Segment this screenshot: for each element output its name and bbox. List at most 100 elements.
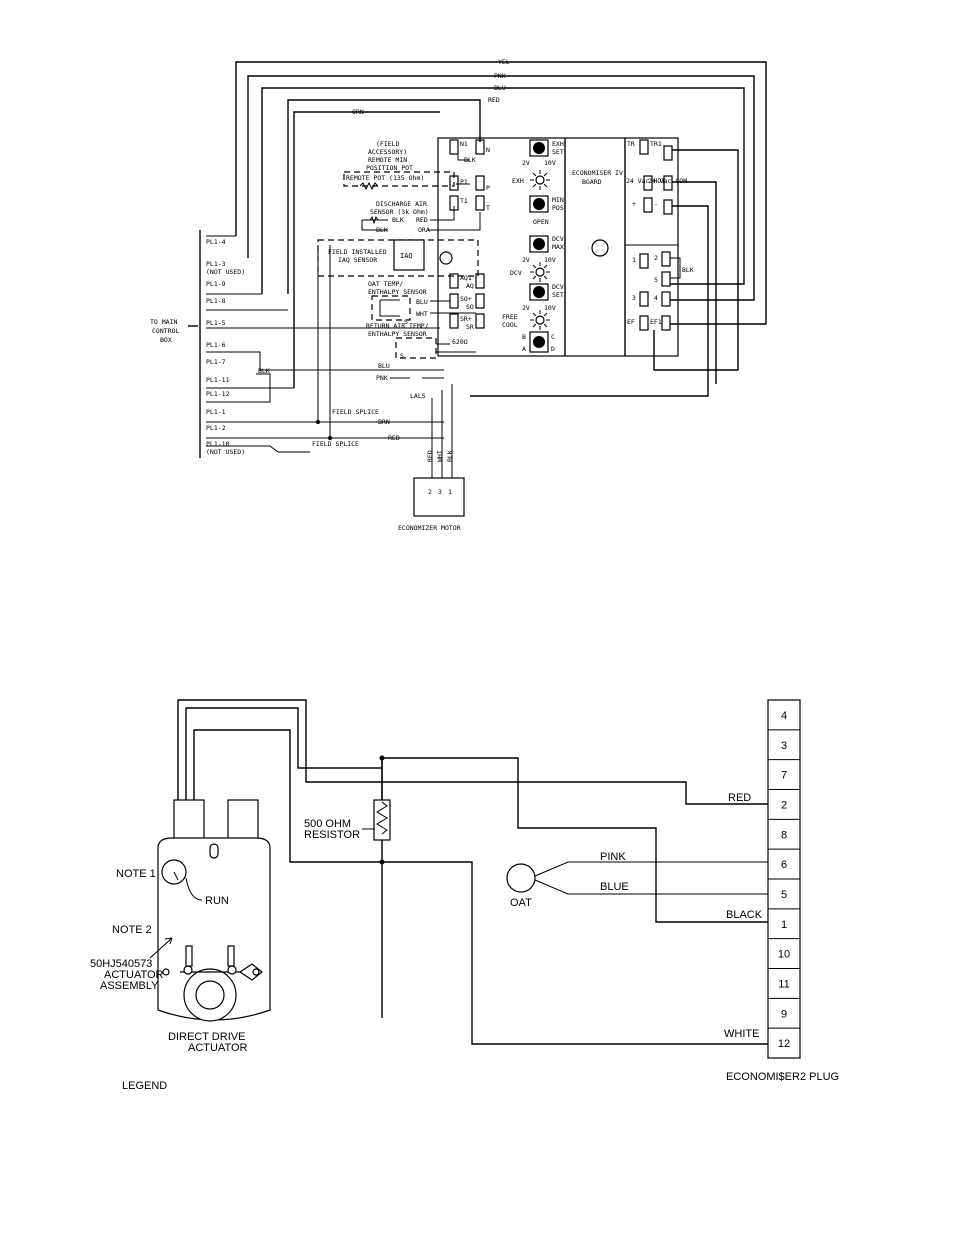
svg-text:IAQ: IAQ — [400, 252, 413, 260]
svg-text:N: N — [486, 146, 490, 154]
svg-text:BOX: BOX — [160, 336, 172, 344]
top-bus-wires: YEL PNK BLU RED ORN — [235, 58, 767, 397]
svg-text:DCV: DCV — [552, 283, 564, 291]
board-label-2: BOARD — [582, 178, 602, 186]
plug-pin-10: 10 — [778, 949, 790, 961]
svg-text:1: 1 — [448, 488, 452, 496]
svg-text:BLK: BLK — [682, 266, 694, 274]
svg-text:OPEN: OPEN — [533, 218, 549, 226]
svg-text:BLU: BLU — [378, 362, 390, 370]
svg-text:(NOT USED): (NOT USED) — [206, 448, 245, 456]
svg-text:RESISTOR: RESISTOR — [304, 829, 360, 841]
svg-text:ENTHALPY SENSOR: ENTHALPY SENSOR — [368, 330, 427, 338]
svg-text:PL1-3: PL1-3 — [206, 260, 226, 268]
svg-text:3: 3 — [438, 488, 442, 496]
svg-text:MAX: MAX — [552, 243, 564, 251]
run-label: RUN — [205, 895, 229, 907]
svg-text:BRN: BRN — [378, 418, 390, 426]
svg-text:PL1-1: PL1-1 — [206, 408, 226, 416]
direct-drive-actuator: RUN DIRECT DRIVE ACTUATOR — [157, 799, 271, 1054]
svg-text:CONTROL: CONTROL — [152, 327, 179, 335]
plug-pin-2: 2 — [781, 799, 787, 811]
svg-text:500 OHM: 500 OHM — [304, 818, 351, 830]
svg-text:SET: SET — [552, 291, 564, 299]
svg-text:PL1-6: PL1-6 — [206, 341, 226, 349]
svg-text:PL1-2: PL1-2 — [206, 424, 226, 432]
svg-text:AQ1: AQ1 — [460, 274, 472, 282]
red-wire — [177, 699, 768, 805]
svg-text:24 Vac HOT: 24 Vac HOT — [626, 177, 665, 185]
svg-text:DIRECT DRIVE: DIRECT DRIVE — [168, 1031, 245, 1043]
plug-pin-8: 8 — [781, 829, 787, 841]
svg-text:OAT: OAT — [510, 897, 532, 909]
dcv-set-pot: DCV SET 2V 10V — [522, 283, 564, 312]
svg-text:(NOT USED): (NOT USED) — [206, 268, 245, 276]
svg-text:3: 3 — [632, 294, 636, 302]
red-wire-label: RED — [728, 792, 751, 804]
svg-text:2: 2 — [654, 254, 658, 262]
plug-pin-7: 7 — [781, 770, 787, 782]
oat-sensor: OAT TEMP/ ENTHALPY SENSOR BLU WHT S — [368, 280, 476, 326]
svg-text:PL1-12: PL1-12 — [206, 390, 230, 398]
svg-text:SENSOR (3k Ohm): SENSOR (3k Ohm) — [370, 208, 429, 216]
svg-text:TR: TR — [627, 140, 635, 148]
svg-text:EF1: EF1 — [650, 318, 662, 326]
svg-text:S: S — [404, 318, 408, 326]
svg-text:BLK: BLK — [464, 156, 476, 164]
note-2: NOTE 2 — [112, 924, 152, 936]
return-air-sensor: RETURN AIR TEMP/ ENTHALPY SENSOR S 620Ω — [366, 322, 476, 360]
plug-pin-6: 6 — [781, 859, 787, 871]
svg-text:P1: P1 — [460, 178, 468, 186]
svg-text:PL1-7: PL1-7 — [206, 358, 226, 366]
plug-pin-5: 5 — [781, 889, 787, 901]
dcv-max-pot: DCV MAX 2V 10V — [522, 235, 564, 264]
svg-text:T: T — [486, 204, 490, 212]
svg-text:10V: 10V — [544, 304, 556, 312]
svg-text:FIELD SPLICE: FIELD SPLICE — [312, 440, 359, 448]
svg-text:RED: RED — [426, 450, 434, 462]
svg-text:BLK: BLK — [376, 226, 388, 234]
svg-text:PNK: PNK — [376, 374, 388, 382]
svg-text:ENTHALPY SENSOR: ENTHALPY SENSOR — [368, 288, 427, 296]
free-cool-pot: B C A D — [522, 331, 555, 353]
svg-text:AQ: AQ — [466, 282, 474, 290]
svg-text:2V: 2V — [522, 159, 530, 167]
svg-text:S: S — [400, 352, 404, 360]
svg-text:ACTUATOR: ACTUATOR — [104, 969, 164, 981]
svg-text:PL1-5: PL1-5 — [206, 319, 226, 327]
white-wire — [193, 729, 768, 1045]
svg-text:SO+: SO+ — [460, 295, 472, 303]
svg-text:EF: EF — [627, 318, 635, 326]
svg-text:BLK: BLK — [446, 450, 454, 462]
svg-text:PL1-11: PL1-11 — [206, 376, 230, 384]
svg-text:FIELD SPLICE: FIELD SPLICE — [332, 408, 379, 416]
plug-pin-1: 1 — [781, 919, 787, 931]
note-1: NOTE 1 — [116, 868, 156, 880]
plug-pin-12: 12 — [778, 1038, 790, 1050]
black-wire — [382, 757, 768, 923]
svg-text:ORA: ORA — [418, 226, 430, 234]
discharge-air-sensor: DISCHARGE AIR SENSOR (3k Ohm) BLK RED BL… — [361, 200, 481, 234]
svg-text:A: A — [522, 345, 526, 353]
svg-text:POS: POS — [552, 204, 564, 212]
svg-text:SR+: SR+ — [460, 315, 472, 323]
svg-text:WHT: WHT — [416, 310, 428, 318]
svg-text:-: - — [654, 200, 658, 208]
svg-text:T1: T1 — [460, 197, 468, 205]
economiser-iv-wiring-diagram: ECONOMISER IV BOARD EXH SET 2V 10V EXH M… — [150, 58, 767, 532]
plug-pin-3: 3 — [781, 740, 787, 752]
legend-label: LEGEND — [122, 1080, 167, 1092]
svg-text:(FIELD: (FIELD — [376, 140, 400, 148]
svg-text:B: B — [522, 333, 526, 341]
svg-text:EXH: EXH — [552, 140, 564, 148]
svg-text:PL1-4: PL1-4 — [206, 238, 226, 246]
dcv-led: DCV — [510, 262, 550, 282]
svg-text:4: 4 — [654, 294, 658, 302]
svg-text:SET: SET — [552, 148, 564, 156]
svg-text:PINK: PINK — [600, 851, 626, 863]
svg-text:RED: RED — [488, 96, 500, 104]
svg-text:2: 2 — [428, 488, 432, 496]
svg-text:C: C — [551, 333, 555, 341]
exh-led: EXH — [512, 170, 550, 190]
svg-text:YEL: YEL — [498, 58, 510, 66]
